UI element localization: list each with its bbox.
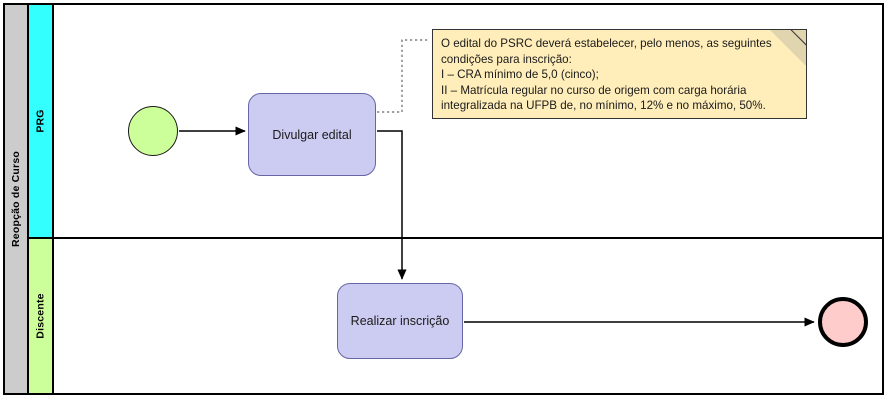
lane-label-prg: PRG	[34, 109, 47, 133]
end-event-circle[interactable]	[818, 297, 868, 347]
lane-header-discente: Discente	[29, 239, 54, 393]
lane-body-discente	[54, 239, 882, 393]
pool-title: Reopção de Curso	[10, 151, 22, 247]
task-label-divulgar-edital: Divulgar edital	[272, 127, 352, 142]
text-annotation[interactable]: O edital do PSRC deverá estabelecer, pel…	[432, 29, 807, 119]
annotation-text: O edital do PSRC deverá estabelecer, pel…	[441, 37, 772, 113]
lane-discente[interactable]: Discente	[29, 239, 882, 393]
start-event-circle[interactable]	[128, 106, 178, 156]
lane-header-prg: PRG	[29, 5, 54, 237]
task-divulgar-edital[interactable]: Divulgar edital	[248, 93, 376, 176]
pool-header: Reopção de Curso	[5, 5, 29, 393]
lane-label-discente: Discente	[34, 293, 47, 339]
task-realizar-inscricao[interactable]: Realizar inscrição	[337, 283, 463, 359]
task-label-realizar-inscricao: Realizar inscrição	[350, 314, 450, 328]
